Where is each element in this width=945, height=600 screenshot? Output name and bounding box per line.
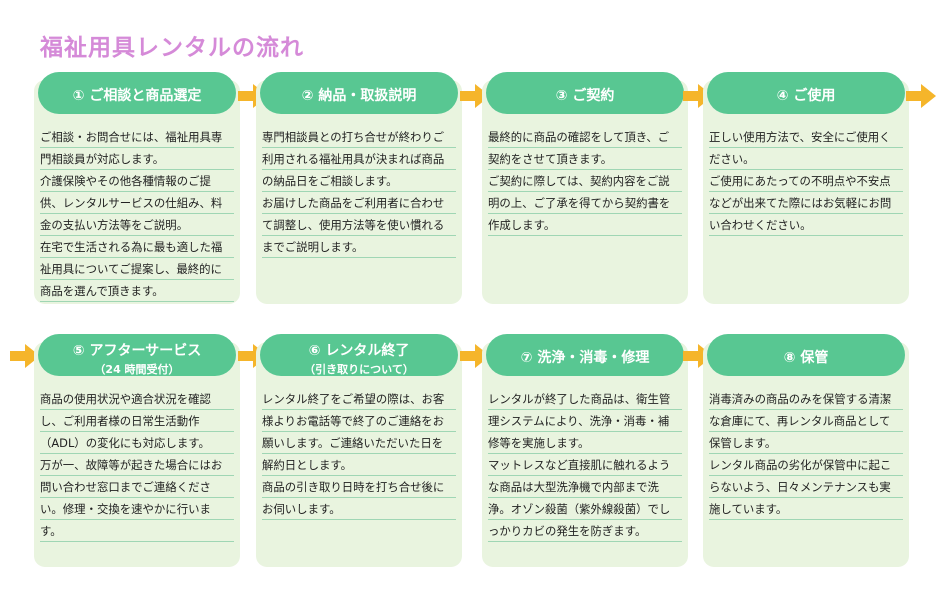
step-card-3: ③ ご契約 最終的に商品の確認をして頂き、ご契約をさせて頂きます。 ご契約に際し… [482, 72, 688, 304]
step-body-4: 正しい使用方法で、安全にご使用ください。 ご使用にあたっての不明点や不安点などが… [709, 126, 903, 236]
step-label-8: ⑧ 保管 [783, 350, 829, 366]
step-text: ご契約に際しては、契約内容をご説明の上、ご了承を得てから契約書を作成します。 [488, 174, 671, 232]
step-label-5: ⑤ アフターサービス [72, 343, 202, 359]
step-sublabel-5: （24 時間受付） [94, 363, 180, 376]
step-label-6: ⑥ レンタル終了 [308, 343, 410, 359]
step-header-6: ⑥ レンタル終了 （引き取りについて） [260, 334, 458, 376]
step-text: ご相談・お問合せには、福祉用具専門相談員が対応します。 [40, 130, 223, 166]
step-body-3: 最終的に商品の確認をして頂き、ご契約をさせて頂きます。 ご契約に際しては、契約内… [488, 126, 682, 236]
step-text: レンタル商品の劣化が保管中に起こらないよう、日々メンテナンスも実施しています。 [709, 458, 892, 516]
step-label-2: ② 納品・取扱説明 [301, 88, 417, 104]
step-label-7: ⑦ 洗浄・消毒・修理 [520, 350, 650, 366]
step-sublabel-6: （引き取りについて） [304, 363, 414, 376]
step-card-5: ⑤ アフターサービス （24 時間受付） 商品の使用状況や適合状況を確認し、ご利… [34, 334, 240, 567]
step-text: マットレスなど直接肌に触れるような商品は大型洗浄機で内部まで洗浄。オゾン殺菌（紫… [488, 458, 671, 538]
step-body-5: 商品の使用状況や適合状況を確認し、ご利用者様の日常生活動作（ADL）の変化にも対… [40, 388, 234, 542]
step-text: 介護保険やその他各種情報のご提供、レンタルサービスの仕組み、料金の支払い方法等を… [40, 174, 223, 232]
arrow-right-icon [10, 344, 40, 368]
page-title: 福祉用具レンタルの流れ [40, 35, 304, 61]
step-body-2: 専門相談員との打ち合せが終わりご利用される福祉用具が決まれば商品の納品日をご相談… [262, 126, 456, 258]
step-header-8: ⑧ 保管 [707, 334, 905, 376]
step-card-7: ⑦ 洗浄・消毒・修理 レンタルが終了した商品は、衛生管理システムにより、洗浄・消… [482, 334, 688, 567]
step-body-6: レンタル終了をご希望の際は、お客様よりお電話等で終了のご連絡をお願いします。ご連… [262, 388, 456, 520]
step-text: 消毒済みの商品のみを保管する清潔な倉庫にて、再レンタル商品として保管します。 [709, 392, 892, 450]
step-card-4: ④ ご使用 正しい使用方法で、安全にご使用ください。 ご使用にあたっての不明点や… [703, 72, 909, 304]
step-label-1: ① ご相談と商品選定 [72, 88, 202, 104]
step-text: 専門相談員との打ち合せが終わりご利用される福祉用具が決まれば商品の納品日をご相談… [262, 130, 445, 188]
step-text: 万が一、故障等が起きた場合にはお問い合わせ窓口までご連絡ください。修理・交換を速… [40, 458, 223, 538]
step-text: 商品の引き取り日時を打ち合せ後にお伺いします。 [262, 480, 445, 516]
step-text: 正しい使用方法で、安全にご使用ください。 [709, 130, 891, 166]
step-text: お届けした商品をご利用者に合わせて調整し、使用方法等を使い慣れるまでご説明します… [262, 196, 445, 254]
step-card-1: ① ご相談と商品選定 ご相談・お問合せには、福祉用具専門相談員が対応します。 介… [34, 72, 240, 304]
step-text: 在宅で生活される為に最も適した福祉用具についてご提案し、最終的に商品を選んで頂き… [40, 240, 223, 298]
step-body-1: ご相談・お問合せには、福祉用具専門相談員が対応します。 介護保険やその他各種情報… [40, 126, 234, 302]
step-header-7: ⑦ 洗浄・消毒・修理 [486, 334, 684, 376]
step-header-2: ② 納品・取扱説明 [260, 72, 458, 114]
step-text: 商品の使用状況や適合状況を確認し、ご利用者様の日常生活動作（ADL）の変化にも対… [40, 392, 211, 450]
step-label-3: ③ ご契約 [555, 88, 615, 104]
step-card-8: ⑧ 保管 消毒済みの商品のみを保管する清潔な倉庫にて、再レンタル商品として保管し… [703, 334, 909, 567]
step-header-3: ③ ご契約 [486, 72, 684, 114]
step-text: レンタル終了をご希望の際は、お客様よりお電話等で終了のご連絡をお願いします。ご連… [262, 392, 445, 472]
step-body-8: 消毒済みの商品のみを保管する清潔な倉庫にて、再レンタル商品として保管します。 レ… [709, 388, 903, 520]
step-text: レンタルが終了した商品は、衛生管理システムにより、洗浄・消毒・補修等を実施します… [488, 392, 671, 450]
step-body-7: レンタルが終了した商品は、衛生管理システムにより、洗浄・消毒・補修等を実施します… [488, 388, 682, 542]
step-label-4: ④ ご使用 [776, 88, 836, 104]
step-card-6: ⑥ レンタル終了 （引き取りについて） レンタル終了をご希望の際は、お客様よりお… [256, 334, 462, 567]
step-header-4: ④ ご使用 [707, 72, 905, 114]
arrow-right-icon [906, 84, 936, 108]
step-header-1: ① ご相談と商品選定 [38, 72, 236, 114]
step-card-2: ② 納品・取扱説明 専門相談員との打ち合せが終わりご利用される福祉用具が決まれば… [256, 72, 462, 304]
step-text: 最終的に商品の確認をして頂き、ご契約をさせて頂きます。 [488, 130, 670, 166]
step-text: ご使用にあたっての不明点や不安点などが出来てた際にはお気軽にお問い合わせください… [709, 174, 892, 232]
step-header-5: ⑤ アフターサービス （24 時間受付） [38, 334, 236, 376]
